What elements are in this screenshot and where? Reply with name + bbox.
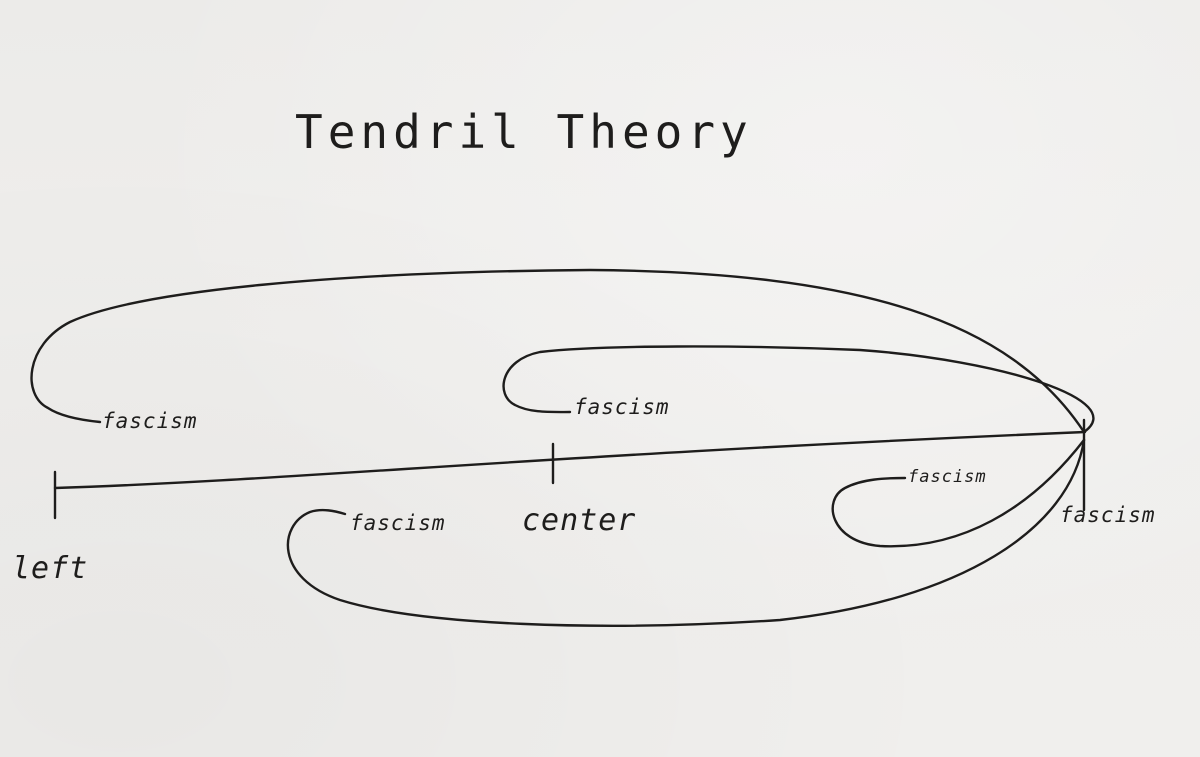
tendril-top-large — [30, 268, 1086, 434]
tendril-top-center — [502, 345, 1095, 434]
axis-label-right: fascism — [1060, 503, 1156, 527]
tendril-label-top-large: fascism — [102, 409, 198, 433]
tendril-label-top-center: fascism — [574, 395, 670, 419]
spectrum-line — [53, 430, 1087, 490]
axis-label-left: left — [12, 551, 88, 586]
diagram-title: Tendril Theory — [295, 105, 753, 159]
tendril-bottom-large — [286, 438, 1086, 627]
axis-label-center: center — [522, 503, 636, 538]
tendril-bottom-small — [831, 438, 1086, 548]
tendril-label-bottom-large: fascism — [350, 511, 446, 535]
tendril-label-bottom-small: fascism — [908, 467, 987, 487]
